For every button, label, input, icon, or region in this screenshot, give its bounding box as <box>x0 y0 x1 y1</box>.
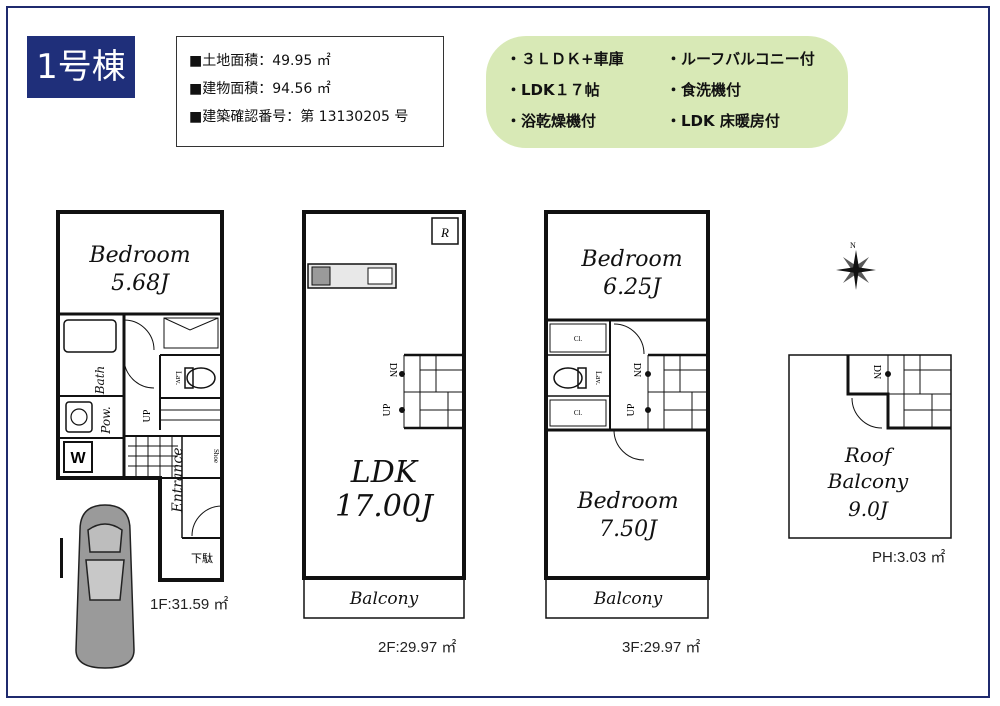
f1-entrance-label: Entrance <box>170 447 186 513</box>
f1-shoe-label: Shoe <box>212 449 220 463</box>
roof-dn-label: DN <box>871 365 882 379</box>
floor-2-plan <box>302 210 466 619</box>
car-icon <box>60 504 135 669</box>
f2-ldk-label: LDK <box>350 455 419 490</box>
feature-item: ・LDK１７帖 <box>506 81 600 99</box>
roof-label-line1: Roof <box>844 443 895 467</box>
f3-area: 3F:29.97 ㎡ <box>622 639 700 656</box>
f1-up-label: UP <box>142 409 153 422</box>
f2-area: 2F:29.97 ㎡ <box>378 639 456 656</box>
f3-up-label: UP <box>626 403 637 416</box>
f1-shoebox-label: 下駄 <box>191 551 213 565</box>
compass-north-label: N <box>850 241 856 250</box>
f3-bedroom-bottom-size: 7.50J <box>599 517 658 542</box>
f3-lav-label: Lav. <box>594 371 603 385</box>
f3-bedroom-top-size: 6.25J <box>603 275 662 300</box>
f3-closet-label: Cl. <box>574 409 583 417</box>
f2-dn-label: DN <box>387 363 398 377</box>
roof-area: PH:3.03 ㎡ <box>872 549 945 566</box>
feature-item: ・３ＬＤＫ+車庫 <box>506 50 624 68</box>
features-panel: ・３ＬＤＫ+車庫 ・ルーフバルコニー付 ・LDK１７帖 ・食洗機付 ・浴乾燥機付… <box>486 36 848 148</box>
f2-refrigerator-label: R <box>440 225 449 240</box>
feature-item: ・ルーフバルコニー付 <box>666 50 815 68</box>
f3-dn-label: DN <box>631 363 642 377</box>
f1-bath-label: Bath <box>93 366 107 396</box>
f1-wash-label: W <box>70 450 86 467</box>
feature-item: ・食洗機付 <box>666 81 742 99</box>
f2-ldk-size: 17.00J <box>335 489 435 524</box>
f3-bedroom-top-label: Bedroom <box>580 247 682 272</box>
building-area: ■建物面積：94.56 ㎡ <box>189 81 331 97</box>
f3-bedroom-bottom-label: Bedroom <box>576 489 678 514</box>
f3-balcony-label: Balcony <box>593 589 663 609</box>
roof-label-line2: Balcony <box>827 469 909 493</box>
land-area: ■土地面積：49.95 ㎡ <box>189 53 331 69</box>
f1-powder-label: Pow. <box>99 406 113 434</box>
f2-up-label: UP <box>382 403 393 416</box>
f1-bedroom-size: 5.68J <box>111 271 170 296</box>
floor-1-plan <box>56 210 224 582</box>
permit-number: ■建築確認番号：第 13130205 号 <box>189 109 409 125</box>
page-frame <box>6 6 990 698</box>
f3-closet-label: Cl. <box>574 335 583 343</box>
roof-size: 9.0J <box>848 497 889 521</box>
f2-balcony-label: Balcony <box>349 589 419 609</box>
f1-bedroom-label: Bedroom <box>88 243 190 268</box>
f1-area: 1F:31.59 ㎡ <box>150 596 228 613</box>
building-badge: 1号棟 <box>27 36 135 98</box>
floor-3-plan <box>544 210 710 619</box>
feature-item: ・LDK 床暖房付 <box>666 112 780 130</box>
roof-plan <box>788 354 952 539</box>
compass-icon <box>836 250 876 290</box>
info-box: ■土地面積：49.95 ㎡ ■建物面積：94.56 ㎡ ■建築確認番号：第 13… <box>176 36 444 147</box>
f1-lav-label: Lav. <box>174 371 183 385</box>
feature-item: ・浴乾燥機付 <box>506 112 597 130</box>
